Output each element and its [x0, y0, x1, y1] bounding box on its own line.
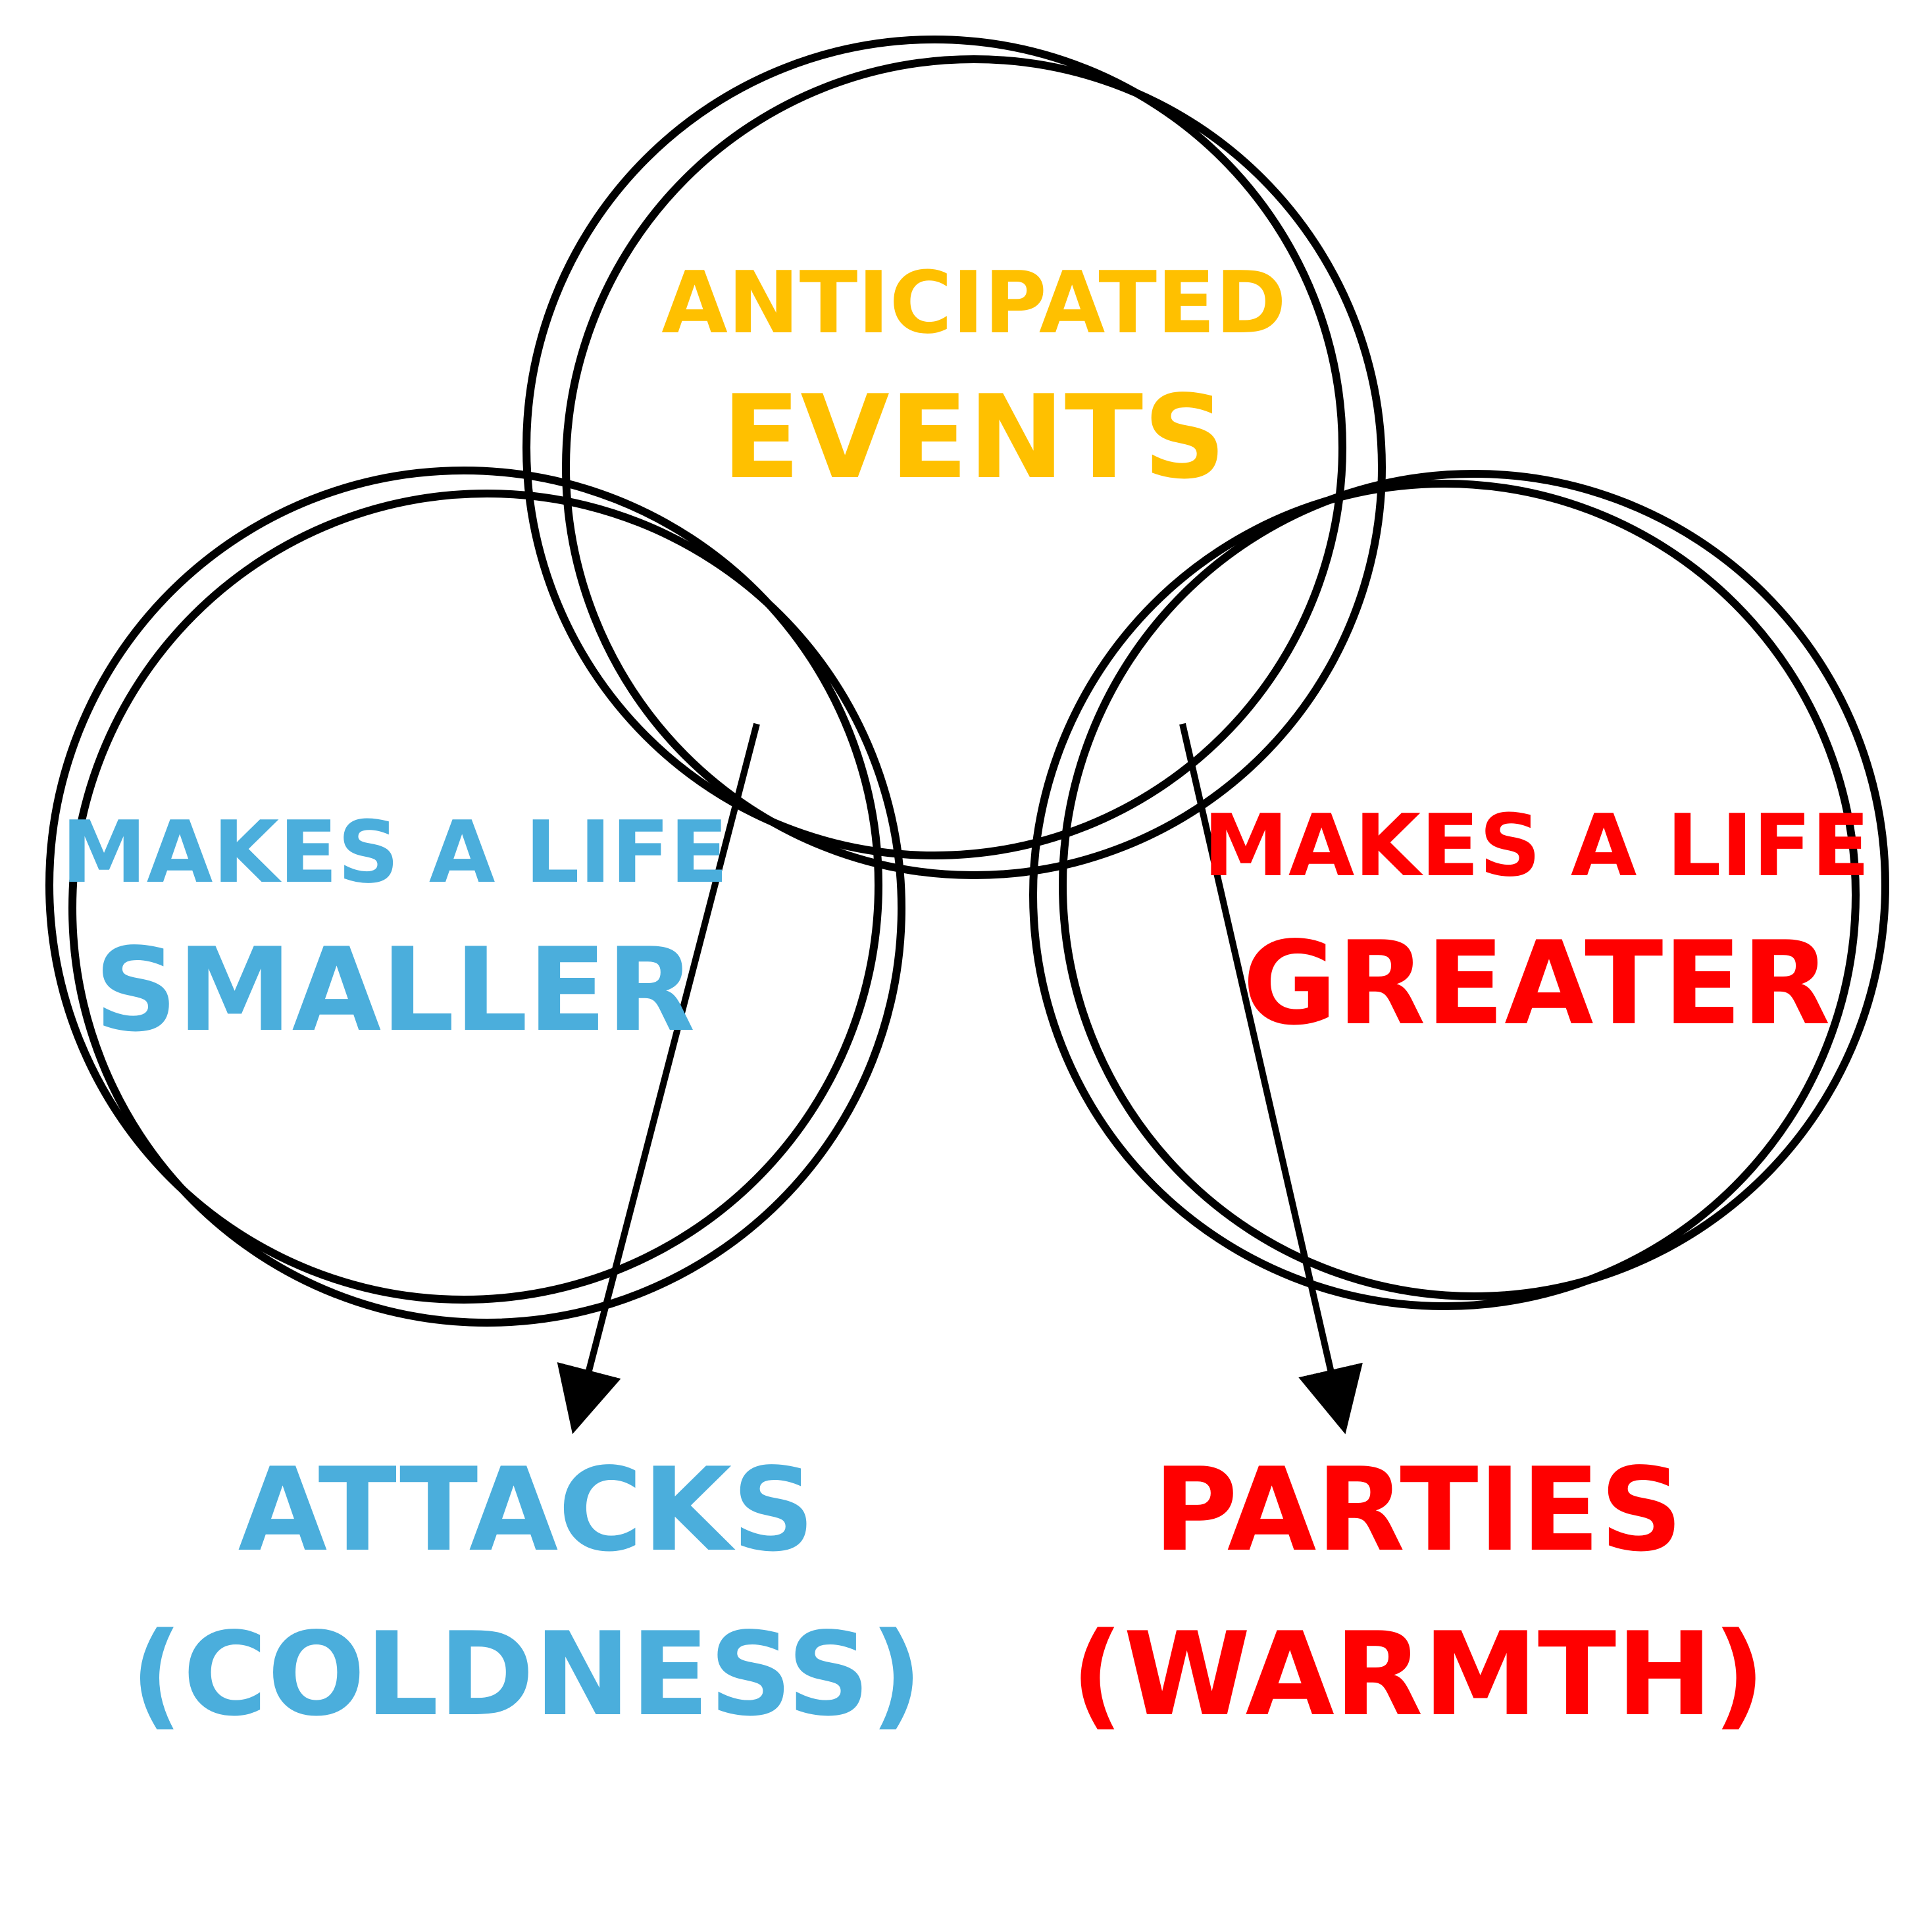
arrow-to-parties — [1179, 723, 1363, 1435]
circle-top-outline-a — [522, 36, 1346, 859]
circle-right-outline-a — [1059, 470, 1889, 1300]
circle-left-outline-a — [45, 467, 882, 1304]
label-greater: GREATER — [1242, 917, 1830, 1051]
circle-anticipated-events — [522, 36, 1386, 879]
label-parties: PARTIES — [1154, 1444, 1683, 1577]
label-coldness: (COLDNESS) — [130, 1608, 923, 1742]
circle-makes-life-greater — [1029, 470, 1889, 1310]
label-makes-a-life-right: MAKES A LIFE — [1203, 796, 1869, 896]
arrow-to-attacks — [557, 723, 760, 1435]
circle-right-outline-b — [1029, 480, 1860, 1310]
circle-left-outline-b — [68, 490, 905, 1327]
label-events: EVENTS — [722, 371, 1226, 505]
circle-makes-life-smaller — [45, 467, 905, 1327]
label-attacks: ATTACKS — [238, 1444, 815, 1577]
label-smaller: SMALLER — [95, 924, 696, 1057]
circle-top-outline-b — [562, 55, 1386, 879]
label-warmth: (WARMTH) — [1071, 1608, 1765, 1742]
label-makes-a-life-left: MAKES A LIFE — [61, 802, 728, 902]
label-anticipated: ANTICIPATED — [661, 253, 1286, 353]
